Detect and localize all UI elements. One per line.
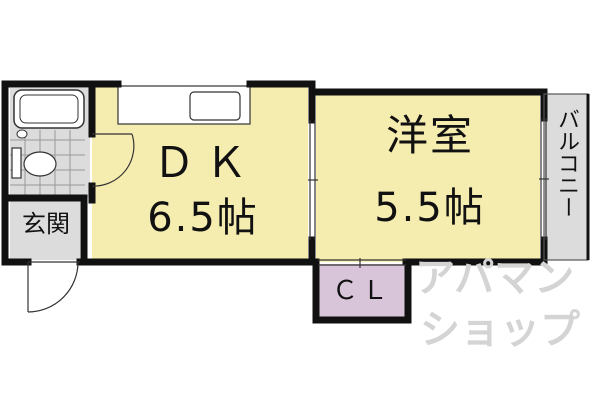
dk-room-name: ＤＫ — [152, 138, 257, 187]
western-room-name: 洋室 — [385, 111, 474, 160]
toilet-icon — [11, 147, 57, 179]
balcony-label: バルコニー — [554, 108, 579, 218]
bathtub-icon — [13, 89, 85, 129]
closet-label: ＣＬ — [331, 276, 392, 306]
watermark-line1: アパマン — [415, 255, 575, 301]
closet-sliding-door — [318, 258, 406, 268]
sink-icon — [16, 129, 28, 139]
closet-room — [316, 264, 406, 318]
dk-room-size: 6.5帖 — [147, 195, 259, 241]
western-room-size: 5.5帖 — [374, 185, 486, 231]
watermark-line2: ショップ — [420, 307, 580, 353]
balcony-area — [544, 94, 588, 260]
western-room — [316, 94, 540, 262]
dk-room — [92, 86, 308, 262]
entrance-label: 玄関 — [22, 210, 70, 238]
bath-door-swing — [91, 133, 135, 187]
balcony-window — [539, 118, 549, 240]
entrance-door-swing — [27, 261, 80, 313]
kitchen-sink-icon — [189, 91, 241, 121]
entrance-area — [10, 200, 80, 260]
sliding-door-dk-western — [308, 120, 318, 240]
